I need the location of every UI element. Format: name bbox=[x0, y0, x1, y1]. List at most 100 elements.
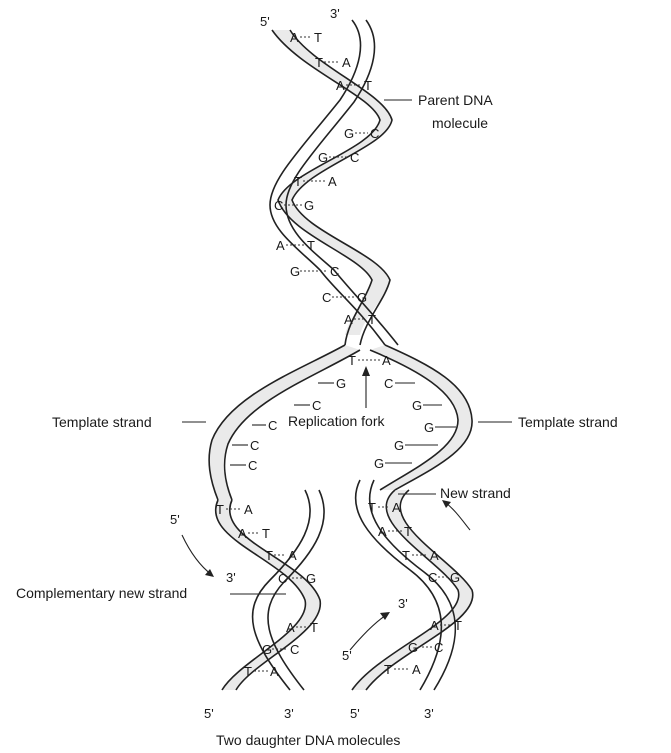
svg-text:C: C bbox=[278, 571, 287, 586]
svg-text:C: C bbox=[370, 126, 379, 141]
svg-text:C: C bbox=[322, 290, 331, 305]
svg-text:C: C bbox=[290, 642, 299, 657]
fork-pair: T A bbox=[348, 353, 391, 368]
left-synthesis-arrow bbox=[182, 535, 212, 575]
svg-text:5': 5' bbox=[350, 706, 360, 721]
template-strand-right-label: Template strand bbox=[518, 414, 618, 430]
complementary-new-strand-label: Complementary new strand bbox=[16, 585, 187, 601]
svg-text:3': 3' bbox=[398, 596, 408, 611]
svg-text:3': 3' bbox=[330, 6, 340, 21]
svg-text:C: C bbox=[330, 264, 339, 279]
svg-text:A: A bbox=[286, 620, 295, 635]
svg-text:A: A bbox=[392, 500, 401, 515]
svg-text:T: T bbox=[368, 500, 376, 515]
svg-text:A: A bbox=[270, 664, 279, 679]
svg-text:G: G bbox=[408, 640, 418, 655]
svg-text:5': 5' bbox=[170, 512, 180, 527]
base-pair: GC bbox=[344, 126, 379, 141]
svg-text:C: C bbox=[428, 570, 437, 585]
svg-text:A: A bbox=[336, 78, 345, 93]
svg-text:G: G bbox=[318, 150, 328, 165]
svg-text:A: A bbox=[328, 174, 337, 189]
svg-text:T: T bbox=[294, 174, 302, 189]
svg-text:T: T bbox=[265, 548, 273, 563]
base-pair: TA bbox=[368, 500, 401, 515]
svg-text:G: G bbox=[450, 570, 460, 585]
svg-text:C: C bbox=[248, 458, 257, 473]
svg-text:G: G bbox=[304, 198, 314, 213]
svg-text:T: T bbox=[216, 502, 224, 517]
svg-text:T: T bbox=[314, 30, 322, 45]
left-daughter-helix bbox=[216, 490, 324, 690]
svg-text:T: T bbox=[404, 524, 412, 539]
svg-text:A: A bbox=[344, 312, 353, 327]
svg-text:T: T bbox=[454, 618, 462, 633]
annotations: Parent DNA molecule Replication fork Tem… bbox=[16, 92, 618, 748]
svg-text:A: A bbox=[238, 526, 247, 541]
caption: Two daughter DNA molecules bbox=[216, 732, 400, 748]
svg-text:G: G bbox=[424, 420, 434, 435]
svg-text:C: C bbox=[384, 376, 393, 391]
svg-text:G: G bbox=[306, 571, 316, 586]
parent-dna-label: Parent DNA bbox=[418, 92, 493, 108]
svg-text:T: T bbox=[402, 548, 410, 563]
svg-text:T: T bbox=[244, 664, 252, 679]
svg-text:A: A bbox=[378, 524, 387, 539]
svg-text:T: T bbox=[384, 662, 392, 677]
svg-text:T: T bbox=[348, 353, 356, 368]
svg-text:A: A bbox=[430, 618, 439, 633]
svg-text:G: G bbox=[412, 398, 422, 413]
svg-text:C: C bbox=[274, 198, 283, 213]
svg-text:3': 3' bbox=[424, 706, 434, 721]
svg-text:C: C bbox=[350, 150, 359, 165]
svg-text:3': 3' bbox=[284, 706, 294, 721]
svg-text:T: T bbox=[364, 78, 372, 93]
svg-text:A: A bbox=[342, 55, 351, 70]
svg-text:C: C bbox=[268, 418, 277, 433]
svg-text:G: G bbox=[357, 290, 367, 305]
svg-text:A: A bbox=[382, 353, 391, 368]
svg-text:5': 5' bbox=[260, 14, 270, 29]
svg-text:T: T bbox=[262, 526, 270, 541]
svg-text:G: G bbox=[336, 376, 346, 391]
svg-text:A: A bbox=[244, 502, 253, 517]
strand-end-labels: 5' 3' 5' 3' 3' 5' 5' 3' 5' 3' bbox=[170, 6, 434, 721]
svg-text:T: T bbox=[307, 238, 315, 253]
base-pair: GC bbox=[290, 264, 339, 279]
svg-text:5': 5' bbox=[342, 648, 352, 663]
right-synthesis-arrow bbox=[350, 615, 386, 650]
new-strand-label: New strand bbox=[440, 485, 511, 501]
right-new-strand-arrow bbox=[446, 503, 470, 530]
svg-text:T: T bbox=[310, 620, 318, 635]
svg-text:A: A bbox=[412, 662, 421, 677]
template-strand-left-label: Template strand bbox=[52, 414, 152, 430]
svg-text:A: A bbox=[290, 30, 299, 45]
svg-text:T: T bbox=[315, 55, 323, 70]
svg-text:3': 3' bbox=[226, 570, 236, 585]
base-pair: TA bbox=[384, 662, 421, 677]
parent-dna-label-line2: molecule bbox=[432, 115, 488, 131]
svg-text:A: A bbox=[430, 548, 439, 563]
svg-text:A: A bbox=[288, 548, 297, 563]
svg-text:C: C bbox=[250, 438, 259, 453]
svg-text:G: G bbox=[374, 456, 384, 471]
replication-fork-label: Replication fork bbox=[288, 413, 385, 429]
svg-text:G: G bbox=[344, 126, 354, 141]
svg-text:G: G bbox=[262, 642, 272, 657]
svg-text:A: A bbox=[276, 238, 285, 253]
svg-text:5': 5' bbox=[204, 706, 214, 721]
svg-text:T: T bbox=[368, 312, 376, 327]
svg-text:C: C bbox=[312, 398, 321, 413]
svg-text:G: G bbox=[290, 264, 300, 279]
svg-text:G: G bbox=[394, 438, 404, 453]
svg-text:C: C bbox=[434, 640, 443, 655]
